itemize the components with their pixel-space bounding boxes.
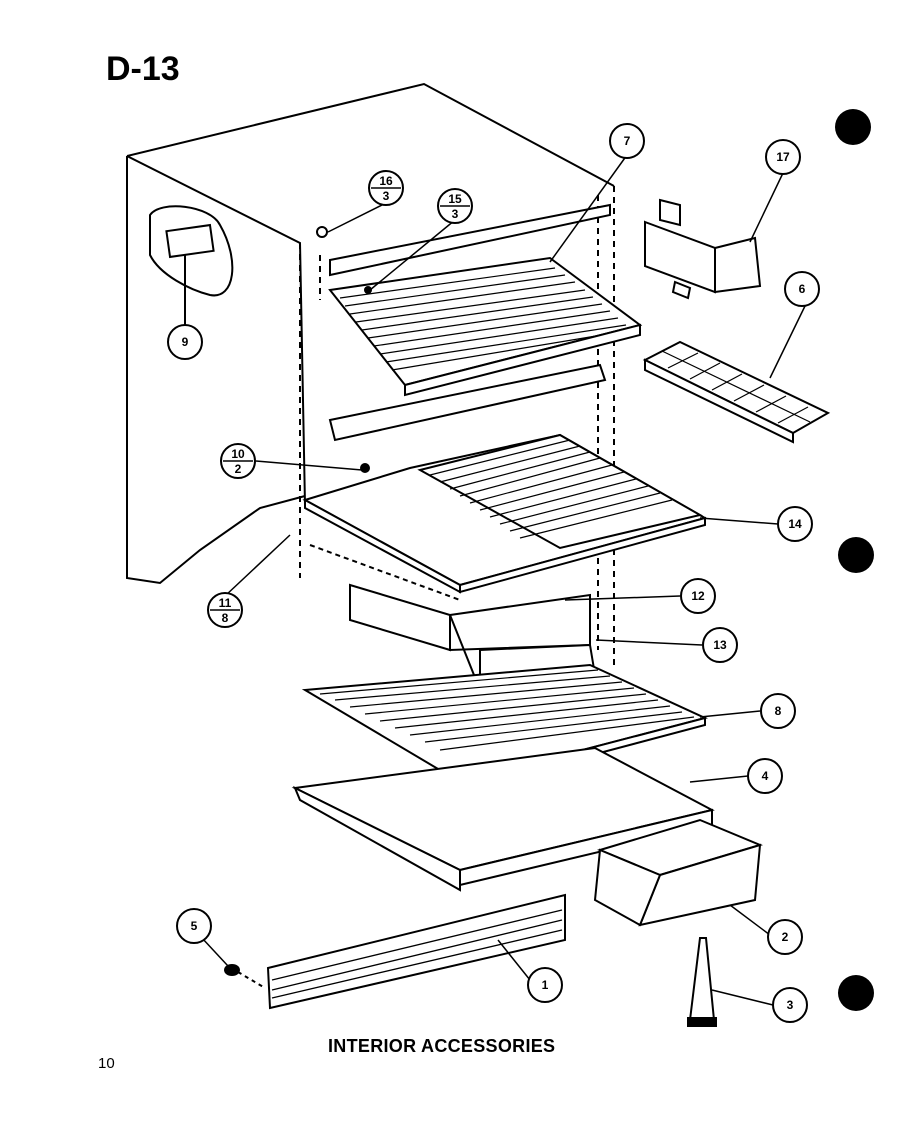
fraction-15-bottom: 3 — [452, 207, 459, 221]
binder-hole-middle — [838, 537, 874, 573]
top-shelf-part-7 — [316, 203, 643, 442]
callout-7: 7 — [609, 123, 645, 159]
callout-1-label: 1 — [542, 978, 549, 992]
callout-3-label: 3 — [787, 998, 794, 1012]
callout-5-label: 5 — [191, 919, 198, 933]
callout-7-label: 7 — [624, 134, 631, 148]
fraction-callout-15-3: 15 3 — [437, 188, 473, 224]
fraction-16-bottom: 3 — [383, 189, 390, 203]
callout-2: 2 — [767, 919, 803, 955]
ice-tray-part-6 — [642, 340, 831, 444]
fraction-16-top: 16 — [379, 174, 393, 188]
control-panel-part-9 — [149, 205, 234, 330]
ice-maker-part-17 — [644, 198, 762, 300]
fraction-10-bottom: 2 — [235, 462, 242, 476]
callout-3: 3 — [772, 987, 808, 1023]
fraction-10-top: 10 — [231, 447, 245, 461]
callout-5: 5 — [176, 908, 212, 944]
callout-13-label: 13 — [713, 638, 727, 652]
screw-part-5 — [224, 964, 266, 989]
fraction-11-bottom: 8 — [222, 611, 229, 625]
diagram-caption: INTERIOR ACCESSORIES — [328, 1036, 556, 1056]
callout-17: 17 — [765, 139, 801, 175]
fraction-callout-16-3: 16 3 — [368, 170, 404, 206]
fraction-15-top: 15 — [448, 192, 462, 206]
leveling-leg-part-3 — [687, 937, 717, 1027]
callout-9: 9 — [167, 324, 203, 360]
leader-lines — [184, 154, 806, 1006]
callout-9-label: 9 — [182, 335, 189, 349]
page-number: 10 — [98, 1055, 115, 1072]
binder-hole-bottom — [838, 975, 874, 1011]
kick-plate-part-1 — [266, 893, 566, 1010]
callout-13: 13 — [702, 627, 738, 663]
callout-8-label: 8 — [775, 704, 782, 718]
binder-hole-top — [835, 109, 871, 145]
callout-6: 6 — [784, 271, 820, 307]
fraction-11-top: 11 — [219, 596, 232, 610]
fraction-callout-10-2: 10 2 — [220, 443, 256, 479]
crisper-pan-parts-12-13 — [309, 544, 597, 692]
callout-12: 12 — [680, 578, 716, 614]
callout-4: 4 — [747, 758, 783, 794]
callout-6-label: 6 — [799, 282, 806, 296]
glass-shelf-part-4 — [291, 746, 715, 892]
cabinet-outline — [126, 82, 615, 670]
callout-8: 8 — [760, 693, 796, 729]
callout-14-label: 14 — [788, 517, 802, 531]
fraction-callout-11-8: 11 8 — [207, 592, 243, 628]
callout-14: 14 — [777, 506, 813, 542]
callout-12-label: 12 — [691, 589, 705, 603]
callout-1: 1 — [527, 967, 563, 1003]
callout-17-label: 17 — [776, 150, 790, 164]
page-title: D-13 — [106, 50, 180, 88]
callout-2-label: 2 — [782, 930, 789, 944]
crisper-cover-part-14 — [302, 433, 708, 594]
callout-4-label: 4 — [762, 769, 769, 783]
